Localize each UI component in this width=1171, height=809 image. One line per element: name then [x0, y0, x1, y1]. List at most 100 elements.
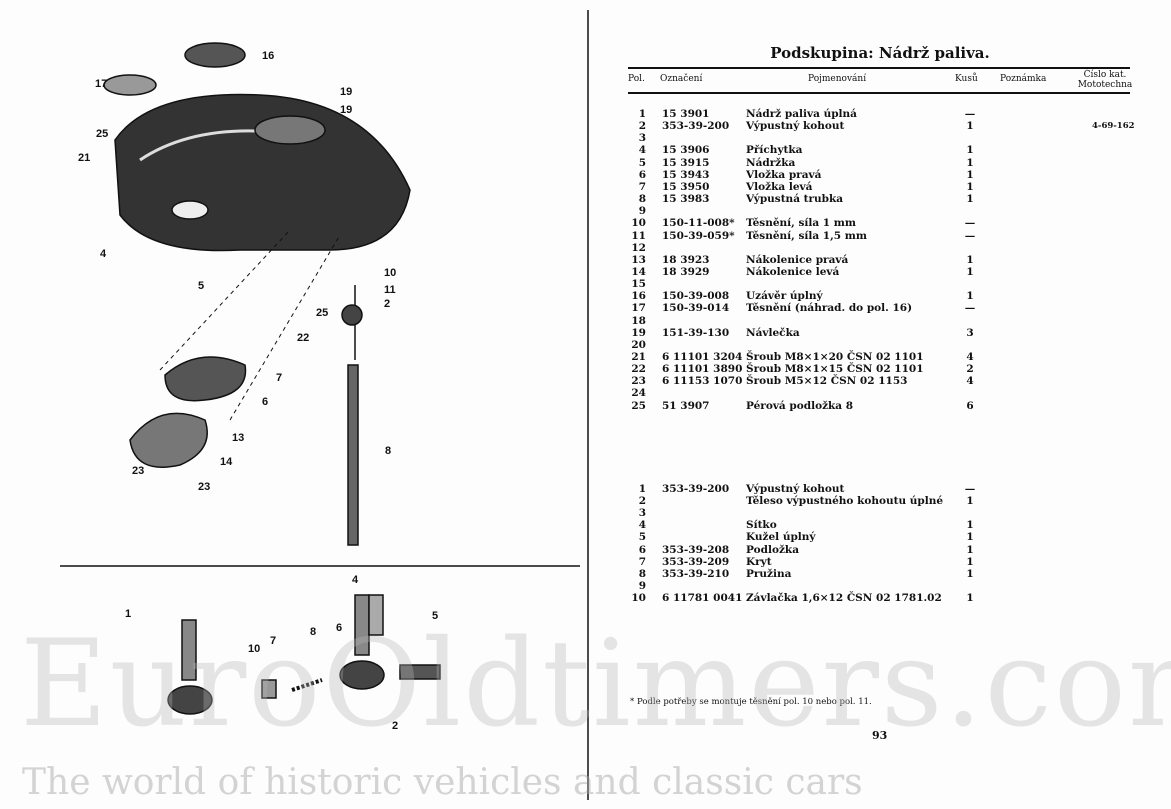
position-number: 4: [638, 144, 646, 157]
col-header-ozn: Označení: [660, 74, 703, 84]
part-number: 18 3923: [662, 253, 710, 266]
position-number: 1: [638, 108, 646, 120]
callout: 19: [340, 86, 353, 98]
position-number: 3: [638, 132, 646, 145]
col-header-catalog-2: Mototechna: [1077, 80, 1133, 90]
callout: 25: [316, 307, 329, 319]
col-header-pol: Pol.: [628, 74, 645, 84]
position-number: 17: [631, 302, 646, 315]
position-number: 4: [638, 519, 646, 532]
quantity: 1: [966, 120, 974, 133]
quantity: 3: [966, 326, 974, 339]
position-number: 22: [631, 363, 646, 376]
callout: 23: [132, 465, 145, 477]
position-number: 11: [631, 229, 646, 242]
quantity: —: [964, 483, 976, 495]
catalog-number: 4-69-162: [1092, 121, 1135, 132]
part-name: Těleso výpustného kohoutu úplné: [746, 495, 944, 508]
part-number: 6 11101 3890: [662, 363, 743, 376]
callout: 22: [297, 332, 310, 344]
position-number: 16: [631, 290, 646, 303]
part-name: Kužel úplný: [746, 531, 816, 544]
callout: 16: [262, 50, 275, 62]
part-name: Těsnění, síla 1 mm: [746, 217, 856, 230]
part-name: Nádržka: [746, 156, 796, 169]
quantity: 2: [966, 363, 974, 376]
part-number: 353-39-200: [662, 483, 730, 495]
part-name: Šroub M8×1×15 ČSN 02 1101: [746, 363, 924, 376]
position-number: 7: [638, 555, 646, 568]
position-number: 20: [631, 338, 646, 351]
position-number: 2: [638, 495, 646, 508]
position-number: 14: [631, 265, 646, 278]
part-name: Nádrž paliva úplná: [746, 108, 857, 120]
drain-tube: [347, 364, 359, 546]
position-number: 7: [638, 180, 646, 193]
part-number: 6 11101 3204: [662, 351, 743, 363]
col-header-name: Pojmenování: [808, 74, 867, 84]
callout: 7: [270, 635, 277, 647]
part-name: Výpustný kohout: [746, 483, 845, 495]
callout: 8: [310, 626, 317, 638]
position-number: 6: [638, 543, 646, 556]
part-number: 150-39-008: [662, 290, 730, 303]
callout: 5: [432, 610, 439, 622]
page-title: Podskupina: Nádrž paliva.: [770, 44, 990, 62]
watermark-tagline: The world of historic vehicles and class…: [22, 762, 863, 803]
position-number: 9: [638, 205, 646, 218]
part-name: Pružina: [746, 567, 792, 580]
part-number: 353-39-209: [662, 555, 730, 568]
table-row: 15: [0, 278, 1171, 290]
quantity: 1: [966, 555, 974, 568]
position-number: 3: [638, 507, 646, 520]
position-number: 18: [631, 314, 646, 327]
quantity: 1: [966, 180, 974, 193]
col-header-catalog: Číslo kat. Mototechna: [1077, 70, 1133, 90]
table-row: 24: [0, 387, 1171, 399]
part-number: 150-39-059*: [662, 229, 735, 242]
part-name: Nákolenice pravá: [746, 253, 849, 266]
table-row: 3: [0, 507, 1171, 519]
col-header-qty: Kusů: [955, 74, 978, 84]
part-number: 15 3915: [662, 156, 710, 169]
quantity: 1: [966, 543, 974, 556]
quantity: 1: [966, 531, 974, 544]
callout: 5: [198, 280, 205, 292]
callout: 13: [232, 432, 245, 444]
position-number: 25: [631, 399, 646, 412]
position-number: 5: [638, 531, 646, 544]
position-number: 24: [631, 387, 646, 400]
col-header-catalog-1: Číslo kat.: [1083, 70, 1127, 80]
quantity: 1: [966, 519, 974, 532]
callout: 14: [220, 456, 233, 468]
part-name: Podložka: [746, 543, 799, 556]
part-name: Příchytka: [746, 144, 803, 157]
quantity: 1: [966, 156, 974, 169]
quantity: 1: [966, 591, 974, 604]
part-number: 51 3907: [662, 399, 710, 412]
quantity: 1: [966, 290, 974, 303]
part-number: 15 3943: [662, 168, 710, 181]
part-number: 353-39-210: [662, 567, 730, 580]
callout: 8: [385, 445, 392, 457]
part-name: Těsnění, síla 1,5 mm: [746, 229, 867, 242]
part-name: Šroub M8×1×20 ČSN 02 1101: [746, 351, 924, 363]
part-number: 6 11781 0041: [662, 591, 743, 604]
part-name: Sítko: [746, 519, 777, 532]
exploded-diagram: [60, 10, 589, 800]
part-name: Kryt: [746, 555, 772, 568]
